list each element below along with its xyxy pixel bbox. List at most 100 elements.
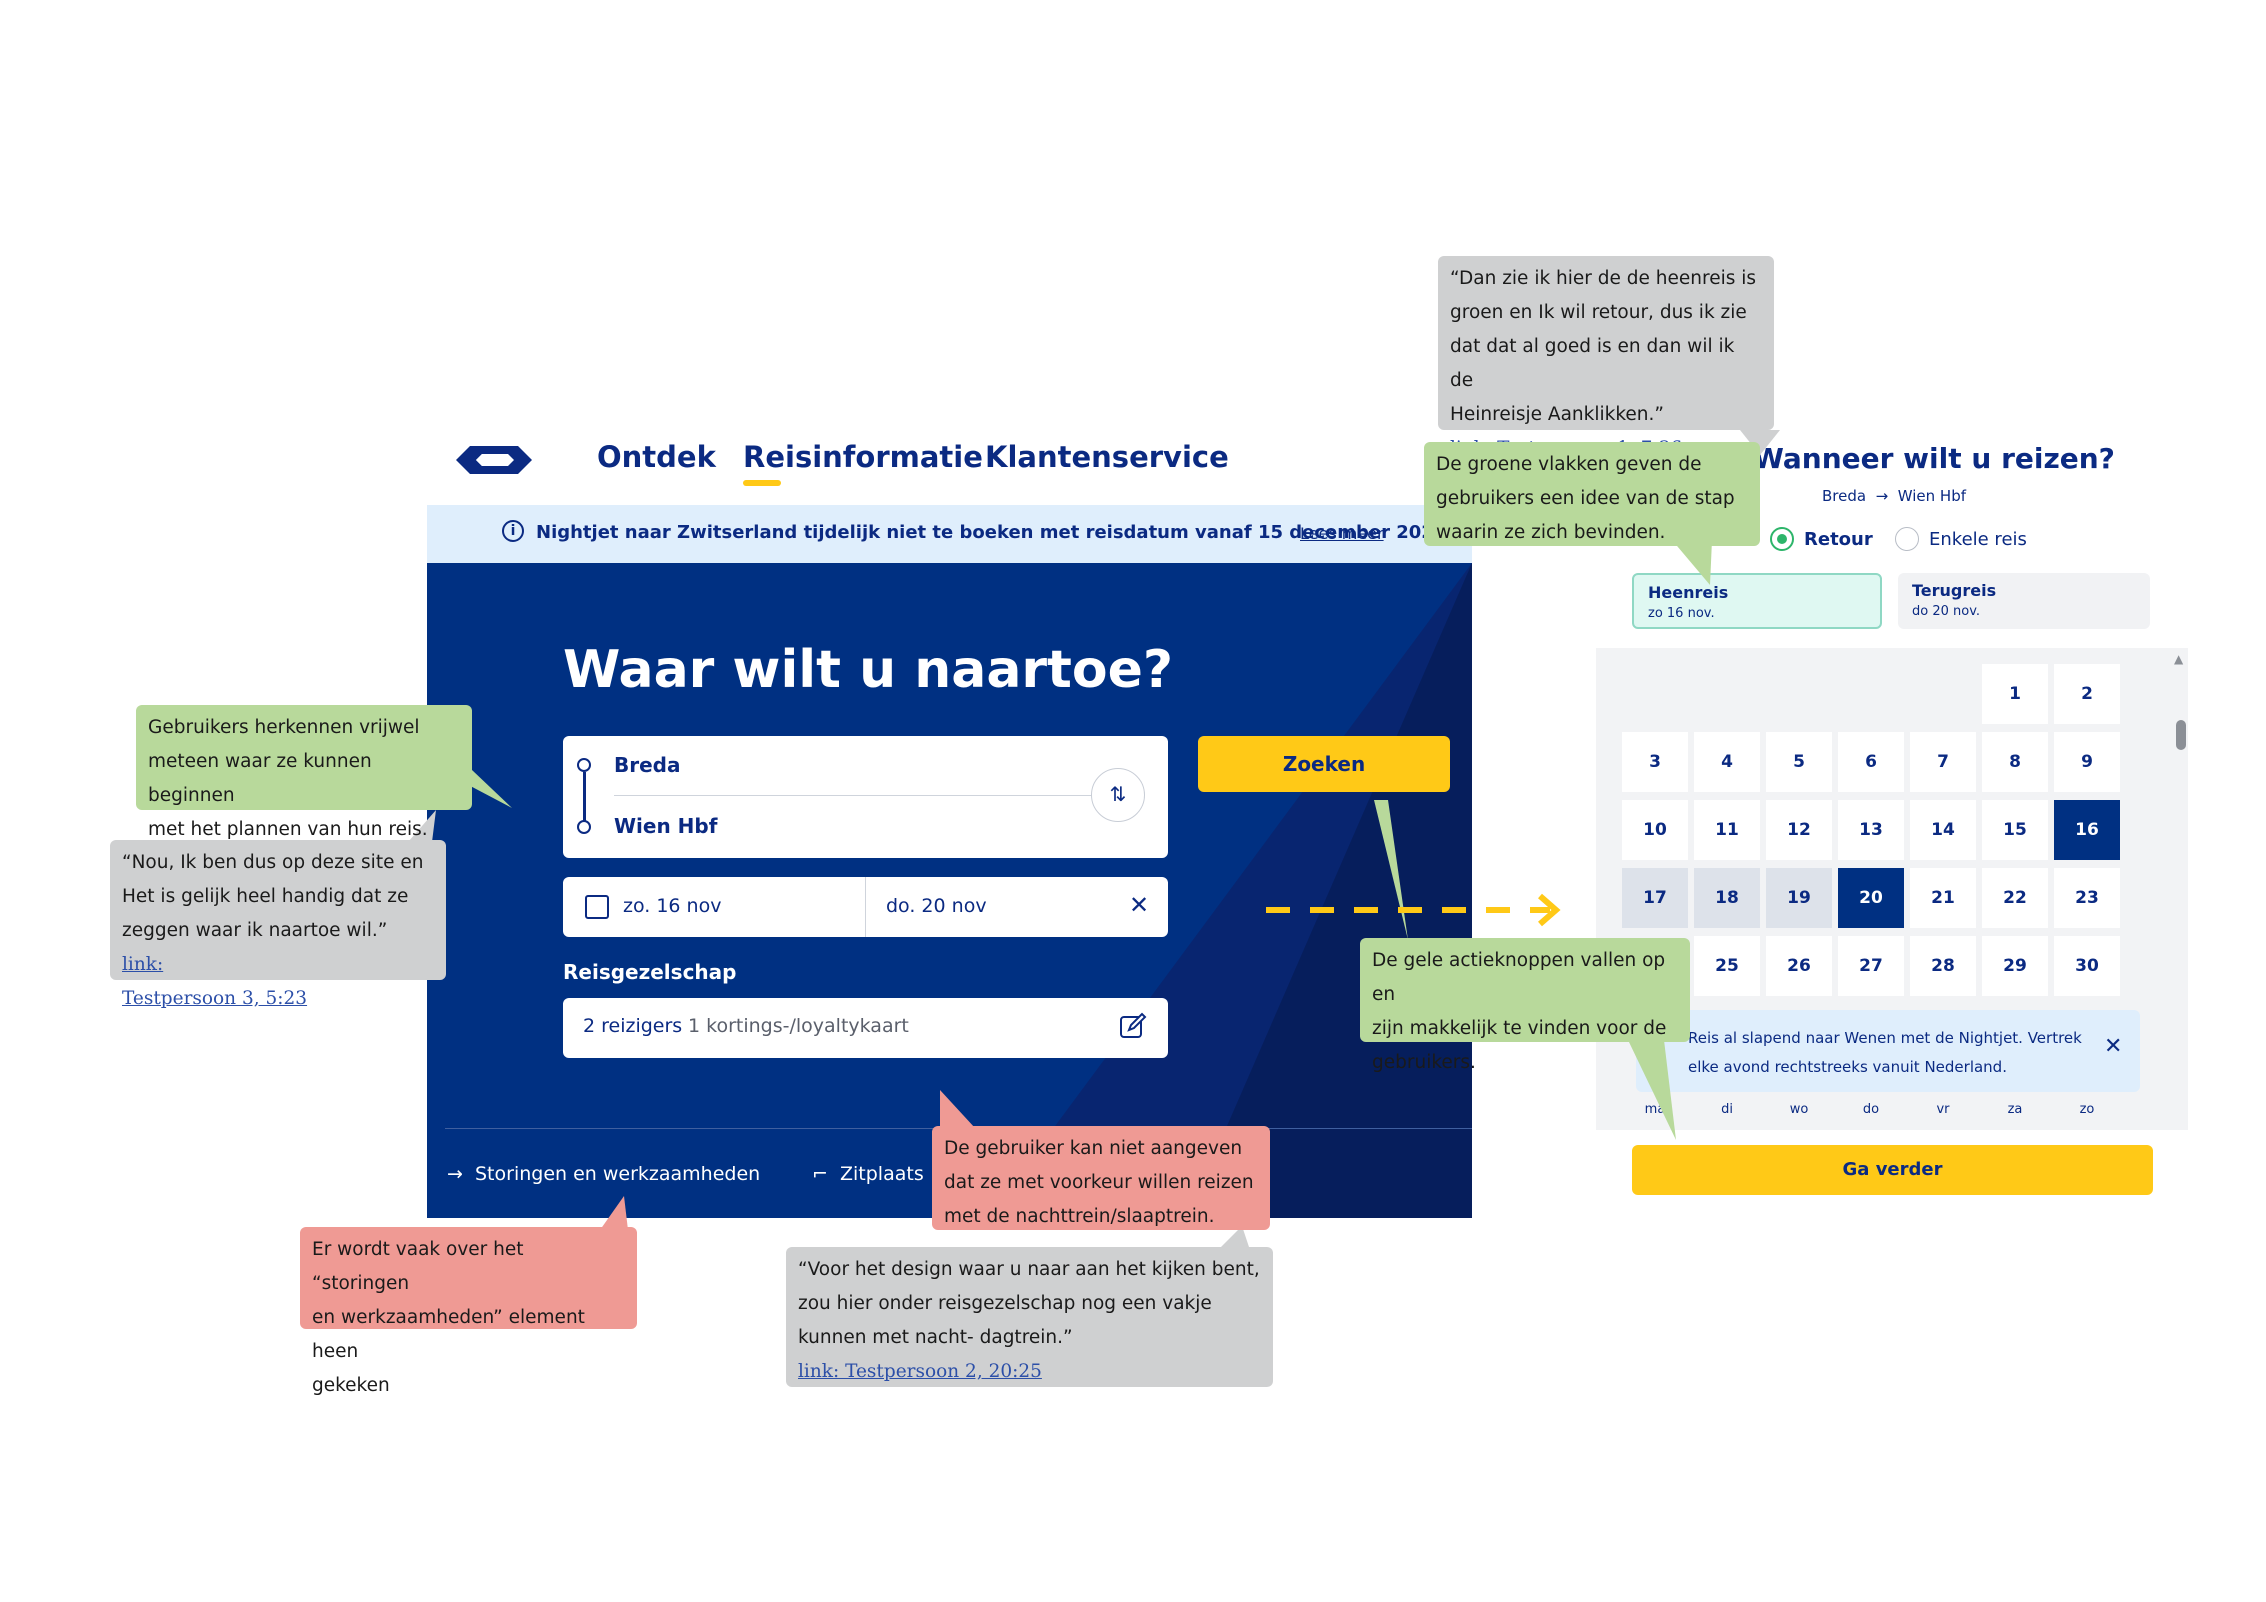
annotation-video-link[interactable]: Testpersoon 3, 5:23	[122, 988, 308, 1009]
radio-retour[interactable]	[1770, 527, 1794, 551]
calendar-day[interactable]: 12	[1766, 800, 1832, 860]
calendar-day[interactable]: 25	[1694, 936, 1760, 996]
seat-link[interactable]: ⌐ Zitplaats	[812, 1163, 924, 1185]
route-divider	[614, 795, 1129, 796]
annotation-video-link[interactable]: link:	[122, 954, 164, 975]
nightjet-notice-text: Reis al slapend naar Wenen met de Nightj…	[1688, 1029, 2082, 1076]
calendar-day[interactable]: 9	[2054, 732, 2120, 792]
route-start-marker-icon	[577, 758, 591, 772]
annotation-text: waarin ze zich bevinden.	[1436, 522, 1666, 543]
notice-bar	[427, 505, 1472, 563]
annotation-text: dat dat al goed is en dan wil ik de	[1450, 336, 1735, 391]
close-icon[interactable]: ✕	[2104, 1034, 2123, 1059]
disruptions-link-label: Storingen en werkzaamheden	[475, 1163, 761, 1185]
calendar-day[interactable]: 28	[1910, 936, 1976, 996]
arrow-right-icon: →	[447, 1163, 475, 1185]
radio-retour-label[interactable]: Retour	[1804, 529, 1873, 550]
calendar-day[interactable]: 6	[1838, 732, 1904, 792]
calendar-day[interactable]: 3	[1622, 732, 1688, 792]
search-button[interactable]: Zoeken	[1198, 736, 1450, 792]
outbound-date-field[interactable]: zo. 16 nov	[623, 895, 722, 917]
annotation-text: zou hier onder reisgezelschap nog een va…	[798, 1293, 1212, 1314]
annotation-text: Het is gelijk heel handig dat ze	[122, 886, 409, 907]
annotation-text: gebruikers.	[1372, 1052, 1476, 1073]
to-station-input[interactable]: Wien Hbf	[614, 814, 718, 838]
calendar-day[interactable]: 19	[1766, 868, 1832, 928]
calendar-day[interactable]: 13	[1838, 800, 1904, 860]
calendar-day[interactable]: 2	[2054, 664, 2120, 724]
step-return-tab[interactable]: Terugreis do 20 nov.	[1898, 573, 2150, 629]
calendar-day[interactable]: 7	[1910, 732, 1976, 792]
weekday-label: wo	[1789, 1102, 1809, 1117]
return-date-field[interactable]: do. 20 nov	[886, 895, 987, 917]
radio-single-trip[interactable]	[1895, 527, 1919, 551]
annotation-text: groen en Ik wil retour, dus ik zie	[1450, 302, 1747, 323]
annotation-text: Gebruikers herkennen vrijwel	[148, 717, 420, 738]
annotation-text: met de nachttrein/slaaptrein.	[944, 1206, 1215, 1227]
annotation-text: “Voor het design waar u naar aan het kij…	[798, 1259, 1260, 1280]
calendar-day[interactable]: 23	[2054, 868, 2120, 928]
travel-group-field[interactable]: 2 reizigers 1 kortings-/loyaltykaart	[563, 998, 1168, 1058]
notice-text: Nightjet naar Zwitserland tijdelijk niet…	[536, 522, 1447, 543]
edit-icon[interactable]	[1119, 1012, 1147, 1040]
disruptions-link[interactable]: → Storingen en werkzaamheden	[447, 1163, 760, 1185]
step-outbound-tab[interactable]: Heenreis zo 16 nov.	[1632, 573, 1882, 629]
calendar-day[interactable]: 27	[1838, 936, 1904, 996]
continue-button[interactable]: Ga verder	[1632, 1145, 2153, 1195]
calendar-day[interactable]: 8	[1982, 732, 2048, 792]
calendar-day[interactable]: 21	[1910, 868, 1976, 928]
annotation-text: kunnen met nacht- dagtrein.”	[798, 1327, 1073, 1348]
step-outbound-title: Heenreis	[1648, 583, 1729, 602]
calendar-scrollbar[interactable]	[2176, 720, 2186, 750]
calendar-day[interactable]: 17	[1622, 868, 1688, 928]
date-divider	[865, 877, 866, 937]
swap-stations-button[interactable]: ⇅	[1091, 768, 1145, 822]
calendar-day[interactable]: 20	[1838, 868, 1904, 928]
annotation-bubble-grey: “Nou, Ik ben dus op deze site en Het is g…	[110, 840, 446, 1009]
calendar-day[interactable]: 30	[2054, 936, 2120, 996]
calendar-day[interactable]: 18	[1694, 868, 1760, 928]
route-summary-to: Wien Hbf	[1897, 487, 1967, 505]
calendar-day[interactable]: 22	[1982, 868, 2048, 928]
annotation-text: gebruikers een idee van de stap	[1436, 488, 1735, 509]
annotation-text: “Nou, Ik ben dus op deze site en	[122, 852, 424, 873]
route-summary-from: Breda	[1822, 487, 1867, 505]
calendar-day[interactable]: 14	[1910, 800, 1976, 860]
calendar-day[interactable]: 1	[1982, 664, 2048, 724]
step-outbound-date: zo 16 nov.	[1648, 606, 1715, 621]
nav-item-klantenservice[interactable]: Klantenservice	[985, 440, 1229, 474]
calendar-day[interactable]: 26	[1766, 936, 1832, 996]
nav-item-ontdek[interactable]: Ontdek	[597, 440, 716, 474]
clear-dates-close-icon[interactable]: ✕	[1129, 891, 1150, 919]
calendar-icon	[585, 895, 609, 919]
ns-logo-icon[interactable]	[452, 440, 536, 480]
arrow-right-icon: →	[1870, 487, 1893, 505]
annotation-text: gekeken	[312, 1375, 390, 1396]
from-station-input[interactable]: Breda	[614, 753, 681, 777]
route-input-card: Breda Wien Hbf ⇅	[563, 736, 1168, 858]
notice-read-more-link[interactable]: Lees meer	[1300, 524, 1384, 543]
calendar-day[interactable]: 11	[1694, 800, 1760, 860]
annotation-text: Heinreisje Aanklikken.”	[1450, 404, 1664, 425]
calendar-day[interactable]: 5	[1766, 732, 1832, 792]
info-icon: i	[502, 520, 524, 542]
annotation-text: dat ze met voorkeur willen reizen	[944, 1172, 1254, 1193]
calendar-day[interactable]: 10	[1622, 800, 1688, 860]
scroll-up-icon[interactable]: ▲	[2174, 652, 2184, 666]
radio-single-trip-label[interactable]: Enkele reis	[1929, 529, 2027, 550]
calendar-day[interactable]: 4	[1694, 732, 1760, 792]
calendar-day[interactable]: 29	[1982, 936, 2048, 996]
weekday-label: za	[2007, 1102, 2023, 1117]
nav-item-reisinformatie[interactable]: Reisinformatie	[743, 440, 983, 474]
annotation-video-link[interactable]: link: Testpersoon 2, 20:25	[798, 1361, 1042, 1382]
calendar-route-summary: Breda → Wien Hbf	[1822, 487, 1966, 505]
date-input-card: zo. 16 nov do. 20 nov ✕	[563, 877, 1168, 937]
calendar-day[interactable]: 16	[2054, 800, 2120, 860]
calendar-day[interactable]: 15	[1982, 800, 2048, 860]
